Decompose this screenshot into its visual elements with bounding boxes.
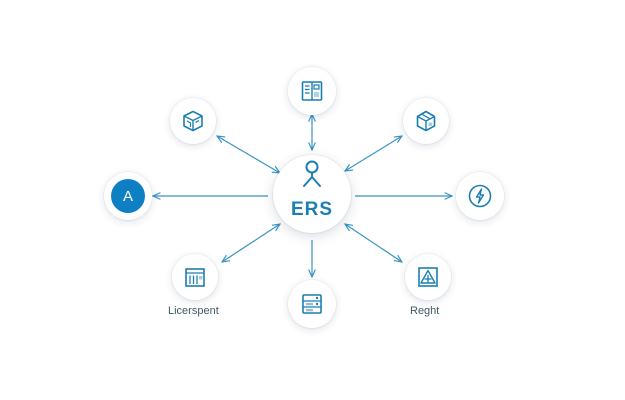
bottom-right-label: Reght [410, 305, 440, 317]
letter-badge-icon: A [111, 179, 145, 213]
edge-top-left [217, 136, 280, 173]
node-bottom-right[interactable] [405, 254, 451, 300]
node-top-left[interactable] [170, 98, 216, 144]
person-node-icon [303, 160, 321, 187]
server-icon [302, 294, 322, 314]
edge-bottom-right [345, 224, 402, 262]
bottom-left-label: Licerspent [168, 305, 219, 317]
edge-top-right [345, 136, 402, 171]
node-top-right[interactable] [403, 98, 449, 144]
node-bottom[interactable] [288, 280, 336, 328]
node-left[interactable]: A [104, 172, 152, 220]
building-icon [185, 268, 205, 287]
lightning-icon [468, 184, 492, 208]
edge-bottom-left [222, 224, 280, 262]
hub-label: ERS [290, 199, 334, 220]
cube-icon [183, 110, 203, 132]
badge-letter: A [122, 187, 133, 205]
document-panel-icon [301, 81, 323, 101]
box-icon [416, 110, 436, 132]
node-bottom-left[interactable] [172, 254, 218, 300]
hub-node[interactable]: ERS [273, 155, 351, 233]
triangle-icon [418, 267, 438, 287]
node-right[interactable] [456, 172, 504, 220]
node-top[interactable] [288, 67, 336, 115]
